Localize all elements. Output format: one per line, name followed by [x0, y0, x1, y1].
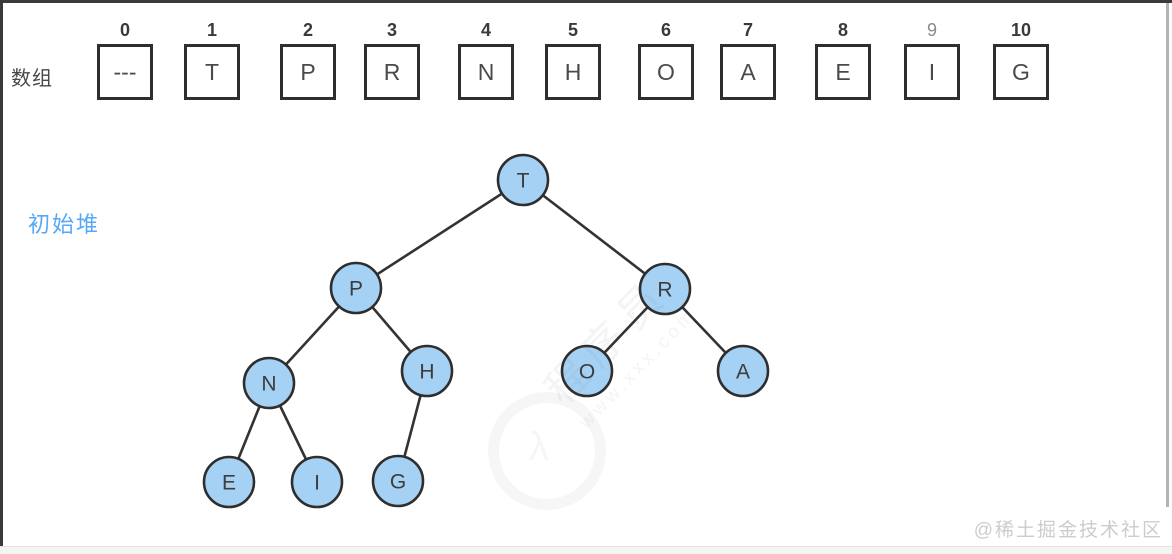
- array-label: 数组: [11, 68, 53, 90]
- array-index-label: 10: [1010, 20, 1032, 40]
- array-cell-value: A: [740, 58, 756, 85]
- tree-node-label-E: E: [222, 472, 236, 495]
- array-cell-value: R: [383, 58, 401, 85]
- tree-node-E: [202, 455, 256, 509]
- tree-node-A: [716, 344, 770, 398]
- tree-node-O: [560, 344, 614, 398]
- array-cell-value: O: [657, 58, 675, 85]
- tree-node-label-I: I: [314, 472, 320, 495]
- tree-node-label-P: P: [349, 278, 363, 301]
- tree-node-label-H: H: [419, 361, 434, 384]
- tree-node-T: [496, 153, 550, 207]
- initial-heap-label: 初始堆: [28, 212, 101, 237]
- tree-edge-T-P: [355, 178, 524, 290]
- tree-node-label-A: A: [736, 361, 750, 384]
- tree-node-label-G: G: [390, 471, 406, 494]
- tree-node-label-O: O: [579, 361, 595, 384]
- array-cell-value: H: [564, 58, 582, 85]
- array-cell-value: T: [204, 58, 220, 85]
- array-cell-value: ---: [113, 58, 137, 85]
- array-cell-value: P: [300, 58, 316, 85]
- array-cell-box: ---: [97, 44, 153, 100]
- array-cell-value: G: [1012, 58, 1030, 85]
- tree-node-P: [329, 261, 383, 315]
- array-index-label: 0: [119, 20, 130, 40]
- array-index-label: 2: [302, 20, 313, 40]
- frame-right-line: [1166, 3, 1169, 507]
- tree-node-label-N: N: [261, 373, 276, 396]
- array-cell-value: I: [928, 58, 936, 85]
- tree-node-label-R: R: [657, 279, 672, 302]
- array-index-label: 7: [742, 20, 753, 40]
- array-index-label: 4: [480, 20, 491, 40]
- frame-left-border: [0, 0, 3, 546]
- array-index-label: 5: [567, 20, 578, 40]
- tree-node-I: [290, 455, 344, 509]
- array-cell-box: A: [720, 44, 776, 100]
- array-cell-box: I: [904, 44, 960, 100]
- bottom-strip: [0, 546, 1172, 554]
- frame-top-border: [0, 0, 1172, 3]
- tree-node-G: [371, 454, 425, 508]
- array-index-label: 9: [926, 20, 937, 40]
- tree-edge-T-R: [522, 178, 666, 291]
- array-index-label: 3: [386, 20, 397, 40]
- array-cell-box: R: [364, 44, 420, 100]
- array-cell-box: P: [280, 44, 336, 100]
- array-cell-box: T: [184, 44, 240, 100]
- array-cell-value: N: [477, 58, 495, 85]
- array-index-label: 8: [837, 20, 848, 40]
- tree-node-H: [400, 344, 454, 398]
- community-credit-label: @稀土掘金技术社区: [973, 520, 1163, 541]
- array-cell-box: G: [993, 44, 1049, 100]
- array-cell-box: H: [545, 44, 601, 100]
- array-cell-0: 0 ---: [96, 16, 154, 100]
- array-cell-box: N: [458, 44, 514, 100]
- array-cell-box: E: [815, 44, 871, 100]
- tree-node-label-T: T: [517, 170, 530, 193]
- tree-node-N: [242, 356, 296, 410]
- array-index-label: 1: [206, 20, 217, 40]
- tree-node-R: [638, 262, 692, 316]
- array-cell-box: O: [638, 44, 694, 100]
- array-index-label: 6: [660, 20, 671, 40]
- array-cell-value: E: [835, 58, 851, 85]
